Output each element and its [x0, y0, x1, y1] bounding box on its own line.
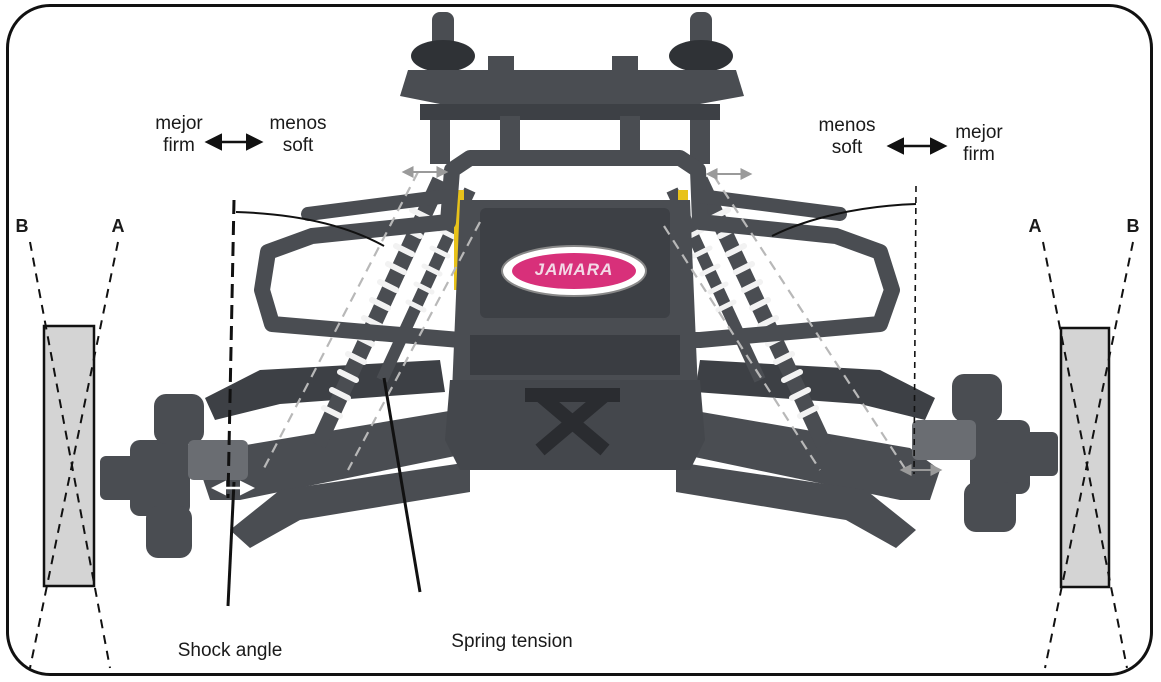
left-stiffer-line1: mejor [155, 113, 203, 134]
right-wheel-label-b: B [1126, 216, 1140, 236]
right-wheel-camber-schematic [1042, 241, 1134, 669]
spring-tension-callout: Spring tension [451, 631, 573, 652]
shock-angle-callout: Shock angle [177, 640, 283, 661]
left-wheel-label-a: A [111, 216, 125, 236]
right-stiffer-label: mejor firm [942, 122, 1016, 166]
right-softer-label: menos soft [806, 115, 888, 159]
left-wheel-label-b: B [15, 216, 29, 236]
right-wheel-label-a: A [1028, 216, 1042, 236]
left-softer-line2: soft [282, 135, 314, 156]
left-softer-label: menos soft [258, 113, 338, 157]
left-stiffer-line2: firm [163, 135, 195, 156]
badge-text: JAMARA [534, 260, 614, 279]
left-wheel-camber-schematic [29, 241, 119, 669]
left-softer-line1: menos [269, 113, 327, 134]
right-softer-line1: menos [818, 115, 876, 136]
jamara-badge [501, 245, 647, 297]
right-softer-line2: soft [831, 137, 863, 158]
shock-angle-guides [226, 171, 917, 607]
left-stiffer-label: mejor firm [140, 113, 218, 157]
right-stiffer-line1: mejor [955, 122, 1003, 143]
right-stiffer-line2: firm [963, 144, 995, 165]
mount-adjust-arrows [211, 166, 943, 496]
